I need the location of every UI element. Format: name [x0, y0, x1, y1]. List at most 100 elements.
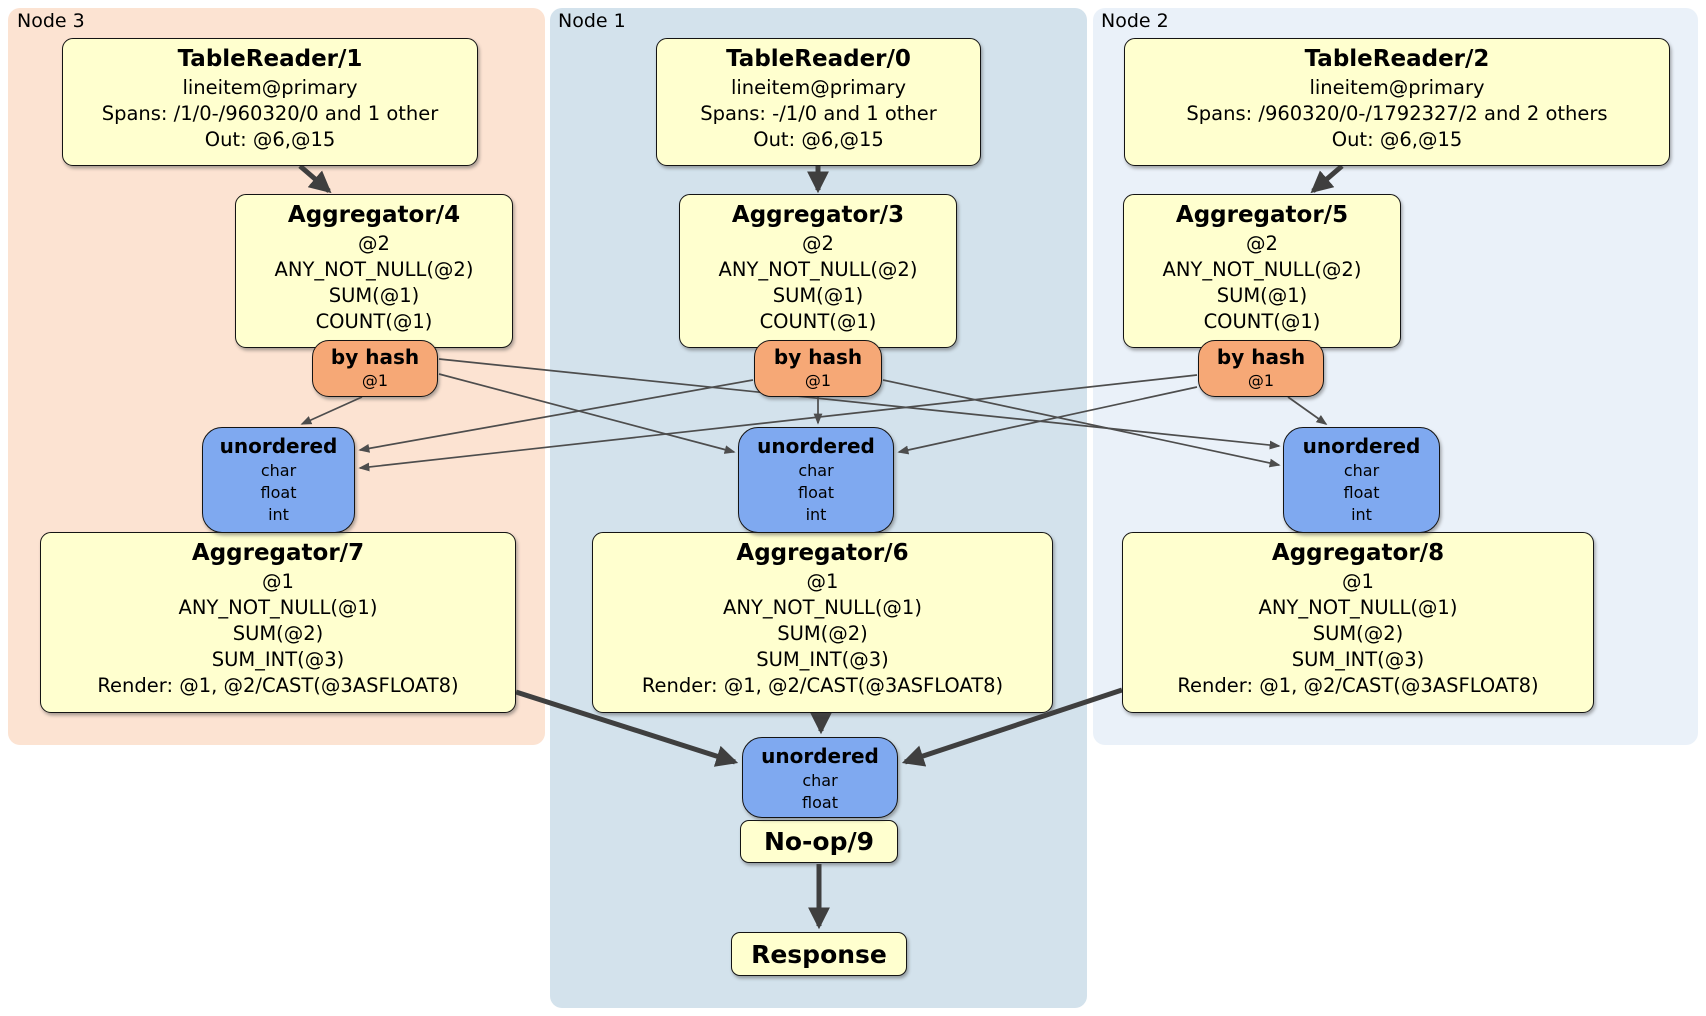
processor-detail: ANY_NOT_NULL(@1)	[178, 596, 378, 619]
processor-detail: lineitem@primary	[182, 76, 358, 99]
processor-detail: @2	[1246, 232, 1278, 255]
processor-detail: ANY_NOT_NULL(@2)	[718, 258, 918, 281]
sync-type: int	[805, 505, 827, 524]
processor-detail: Spans: /960320/0-/1792327/2 and 2 others	[1186, 102, 1608, 125]
processor-response: Response	[731, 932, 907, 976]
router-title: by hash	[1216, 345, 1306, 369]
processor-detail: COUNT(@1)	[315, 310, 433, 333]
edge-router3-to-sync3	[300, 396, 363, 425]
node3-label: Node 3	[17, 10, 85, 32]
router-key: @1	[361, 371, 389, 390]
processor-detail: SUM_INT(@3)	[211, 648, 345, 671]
edge-router2-to-sync2	[1287, 396, 1328, 425]
sync-type: char	[798, 461, 834, 480]
processor-detail: SUM(@2)	[777, 622, 868, 645]
processor-detail: @2	[358, 232, 390, 255]
processor-detail: @1	[806, 570, 839, 593]
sync-unordered-node1: unordered char float int	[738, 427, 894, 533]
processor-tablereader-2: TableReader/2 lineitem@primary Spans: /9…	[1124, 38, 1670, 166]
edge-aggregator7-to-final-sync	[515, 689, 739, 767]
processor-detail: SUM(@1)	[328, 284, 420, 307]
processor-title: TableReader/1	[177, 46, 363, 72]
processor-detail: @1	[262, 570, 294, 593]
processor-detail: Out: @6,@15	[753, 128, 884, 151]
edge-router3-to-sync2	[438, 358, 1281, 450]
processor-detail: ANY_NOT_NULL(@1)	[1258, 596, 1458, 619]
processor-title: Aggregator/3	[731, 202, 905, 228]
processor-tablereader-1: TableReader/1 lineitem@primary Spans: /1…	[62, 38, 478, 166]
processor-title: Aggregator/5	[1175, 202, 1349, 228]
sync-title: unordered	[1302, 434, 1421, 458]
processor-title: No-op/9	[763, 827, 875, 856]
sync-type: char	[1343, 461, 1380, 480]
router-by-hash-node1: by hash @1	[754, 340, 882, 397]
processor-detail: @1	[1342, 570, 1374, 593]
sync-type: char	[802, 771, 838, 790]
processor-detail: ANY_NOT_NULL(@2)	[1162, 258, 1362, 281]
processor-detail: SUM_INT(@3)	[1291, 648, 1425, 671]
sync-title: unordered	[219, 434, 338, 458]
processor-aggregator-6: Aggregator/6 @1 ANY_NOT_NULL(@1) SUM(@2)…	[592, 532, 1053, 713]
router-title: by hash	[773, 345, 863, 369]
sync-unordered-node3: unordered char float int	[202, 427, 355, 533]
processor-detail: lineitem@primary	[730, 76, 907, 99]
sync-type: int	[268, 505, 289, 524]
sync-type: float	[802, 793, 838, 812]
processor-detail: Spans: /1/0-/960320/0 and 1 other	[101, 102, 439, 125]
edge-tablereader2-to-aggregator5	[1310, 164, 1344, 194]
edge-router2-to-sync1	[897, 386, 1198, 455]
processor-detail: Render: @1, @2/CAST(@3ASFLOAT8)	[97, 674, 459, 697]
sync-type: float	[1343, 483, 1380, 502]
processor-detail: Out: @6,@15	[204, 128, 336, 151]
processor-aggregator-7: Aggregator/7 @1 ANY_NOT_NULL(@1) SUM(@2)…	[40, 532, 516, 713]
sync-type: float	[798, 483, 834, 502]
processor-title: Response	[751, 939, 887, 969]
processor-noop-9: No-op/9	[740, 820, 898, 863]
processor-detail: Out: @6,@15	[1331, 128, 1463, 151]
processor-title: Aggregator/8	[1271, 540, 1445, 566]
edge-aggregator8-to-final-sync	[901, 687, 1123, 767]
processor-detail: ANY_NOT_NULL(@1)	[723, 596, 922, 619]
processor-detail: SUM_INT(@3)	[756, 648, 889, 671]
processor-aggregator-4: Aggregator/4 @2 ANY_NOT_NULL(@2) SUM(@1)…	[235, 194, 513, 348]
processor-aggregator-3: Aggregator/3 @2 ANY_NOT_NULL(@2) SUM(@1)…	[679, 194, 957, 348]
processor-detail: COUNT(@1)	[1203, 310, 1321, 333]
processor-detail: SUM(@2)	[1312, 622, 1404, 645]
processor-title: Aggregator/7	[191, 540, 365, 566]
processor-title: TableReader/2	[1304, 46, 1490, 72]
sync-type: int	[1351, 505, 1372, 524]
node2-label: Node 2	[1101, 10, 1169, 32]
processor-detail: COUNT(@1)	[759, 310, 877, 333]
sync-title: unordered	[761, 744, 879, 768]
processor-detail: Render: @1, @2/CAST(@3ASFLOAT8)	[641, 674, 1004, 697]
edge-router3-to-sync1	[438, 373, 736, 454]
processor-detail: ANY_NOT_NULL(@2)	[274, 258, 474, 281]
sync-unordered-final: unordered char float	[742, 737, 898, 818]
edge-router2-to-sync3	[358, 374, 1198, 472]
processor-detail: SUM(@1)	[1216, 284, 1308, 307]
processor-title: Aggregator/6	[736, 540, 909, 566]
processor-detail: @2	[802, 232, 834, 255]
router-key: @1	[804, 371, 832, 390]
router-by-hash-node3: by hash @1	[312, 340, 438, 397]
processor-aggregator-8: Aggregator/8 @1 ANY_NOT_NULL(@1) SUM(@2)…	[1122, 532, 1594, 713]
edge-router1-to-sync3	[358, 379, 754, 453]
node1-label: Node 1	[558, 10, 626, 32]
processor-detail: Spans: -/1/0 and 1 other	[700, 102, 937, 125]
processor-detail: Render: @1, @2/CAST(@3ASFLOAT8)	[1177, 674, 1539, 697]
processor-detail: SUM(@2)	[232, 622, 324, 645]
processor-title: TableReader/0	[726, 46, 911, 72]
sync-type: char	[260, 461, 297, 480]
sync-title: unordered	[757, 434, 875, 458]
edge-tablereader1-to-aggregator4	[298, 164, 332, 194]
processor-detail: lineitem@primary	[1309, 76, 1485, 99]
router-by-hash-node2: by hash @1	[1198, 340, 1324, 397]
processor-title: Aggregator/4	[287, 202, 461, 228]
sync-unordered-node2: unordered char float int	[1283, 427, 1440, 533]
processor-detail: SUM(@1)	[772, 284, 864, 307]
edge-router1-to-sync2	[882, 379, 1281, 468]
sync-type: float	[260, 483, 297, 502]
processor-tablereader-0: TableReader/0 lineitem@primary Spans: -/…	[656, 38, 981, 166]
